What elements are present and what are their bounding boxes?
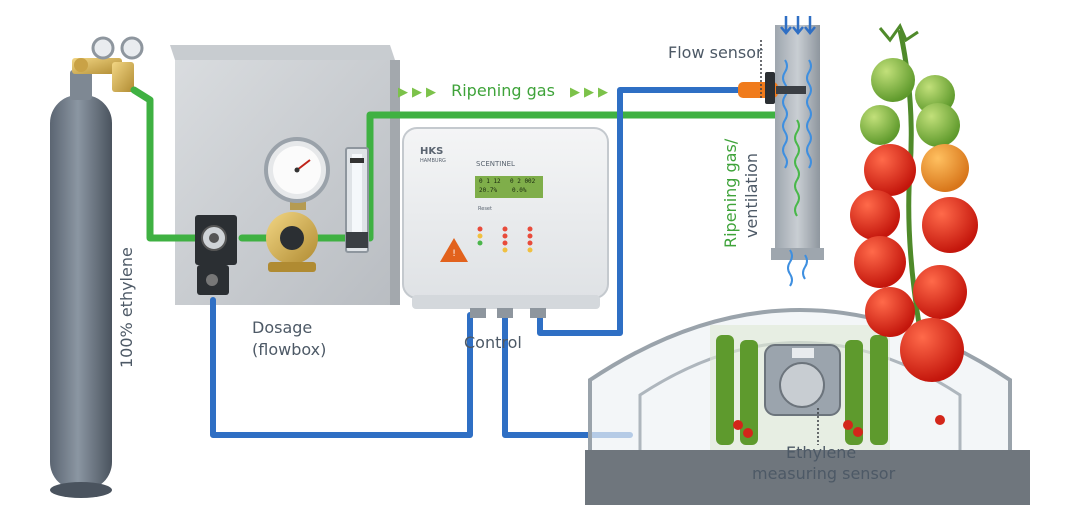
lcd-line2-left: 20.7% (479, 187, 498, 194)
ripening-gas-row: ▶▶▶ Ripening gas ▶▶▶ (398, 81, 612, 100)
ventilation-label: ventilation (742, 152, 761, 238)
flow-sensor-label: Flow sensor (668, 43, 763, 62)
dosage-label: Dosage (252, 318, 313, 337)
lcd-line2-right: 0.0% (512, 187, 527, 194)
controller-leds (477, 226, 533, 253)
ethylene-cylinder (50, 70, 112, 498)
flow-sensor-device (738, 72, 806, 104)
ethylene-label: Ethylene (786, 443, 857, 462)
ripening-gas-vertical-label: Ripening gas/ (721, 138, 740, 248)
lcd-line1-right: 0 2 002 (510, 178, 536, 185)
ethylene-100-label: 100% ethylene (117, 247, 136, 368)
gas-mix-waves (782, 59, 812, 287)
cylinder-regulator (72, 36, 144, 92)
tomato-vine (850, 22, 978, 382)
measuring-sensor-label: measuring sensor (752, 464, 896, 483)
ethylene-sensor-device (764, 344, 841, 416)
controller-reset-label: Reset (478, 206, 492, 212)
flow-meter (345, 147, 369, 253)
controller-brand-sub: HAMBURG (420, 158, 446, 164)
flowbox-label: (flowbox) (252, 340, 327, 359)
controller-unit: ! (402, 127, 609, 318)
control-label: Control (464, 333, 522, 352)
solenoid-valve (195, 215, 237, 295)
pressure-regulator (266, 212, 318, 272)
pressure-gauge (264, 137, 330, 210)
lcd-line1-left: 0 1 12 (479, 178, 501, 185)
airflow-arrows (780, 16, 816, 35)
controller-model: SCENTINEL (476, 160, 515, 168)
plant-rows (716, 335, 945, 445)
ventilation-chimney (771, 25, 824, 260)
svg-text:!: ! (452, 249, 456, 259)
controller-brand: HKS (420, 146, 444, 157)
ripening-gas-label: Ripening gas (451, 81, 555, 100)
flow-direction-arrows-left: ▶▶▶ (398, 85, 440, 100)
flow-direction-arrows-right: ▶▶▶ (570, 85, 613, 100)
